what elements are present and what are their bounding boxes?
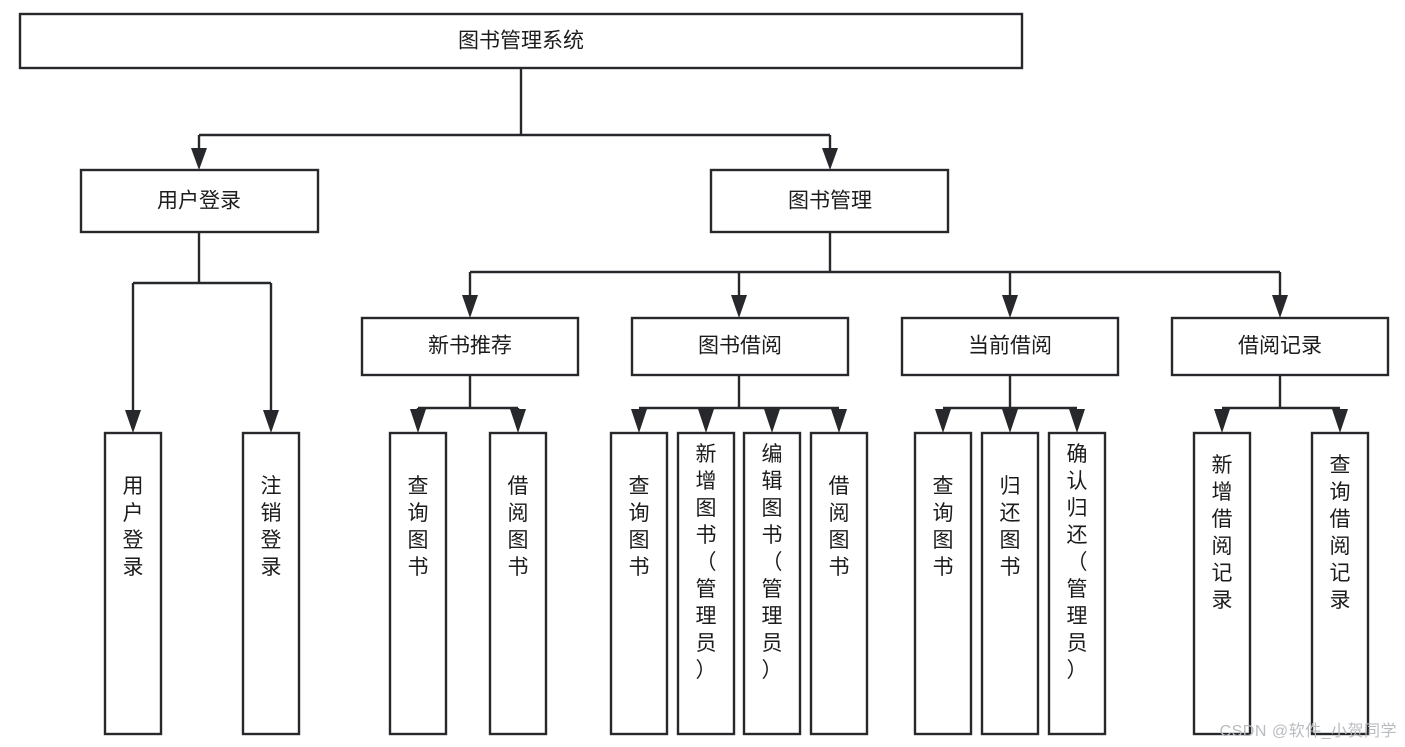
node-current-borrow-box: [900, 316, 1120, 377]
node-new-book-recommend-box: [360, 316, 580, 377]
leaf-bb-query-book-label: 查询图书: [629, 475, 650, 579]
node-book-borrow-box: [630, 316, 850, 377]
node-book-borrow-label: 图书借阅: [698, 335, 782, 358]
arrow-head-br-leaf-2: [1332, 409, 1348, 433]
node-new-book-recommend-label: 新书推荐: [428, 335, 512, 358]
leaf-cb-confirm-return-admin-label: 确认归还（管理员）: [1067, 443, 1088, 682]
leaf-cb-query-book-label: 查询图书: [933, 475, 954, 579]
arrow-head-cb-leaf-3: [1069, 409, 1085, 433]
leaf-node-nb-borrow-book[interactable]: 借阅图书: [488, 431, 548, 736]
arrow-head-book-manage: [822, 148, 838, 170]
node-borrow-record[interactable]: 借阅记录: [1170, 316, 1390, 377]
node-borrow-record-label: 借阅记录: [1238, 335, 1322, 358]
node-current-borrow[interactable]: 当前借阅: [900, 316, 1120, 377]
node-book-management-label: 图书管理: [788, 190, 872, 213]
leaf-nb-query-book-box: [388, 431, 448, 736]
leaf-cb-confirm-return-admin-box: [1047, 431, 1107, 736]
leaf-bb-add-book-admin-label: 新增图书（管理员）: [696, 443, 717, 682]
node-book-management[interactable]: 图书管理: [709, 168, 950, 234]
arrow-head-cb-leaf-2: [1002, 409, 1018, 433]
node-current-borrow-label: 当前借阅: [968, 335, 1052, 358]
leaf-node-br-query-record[interactable]: 查询借阅记录: [1310, 431, 1370, 736]
arrow-head-current-borrow: [1002, 295, 1018, 318]
leaf-bb-edit-book-admin-label: 编辑图书（管理员）: [762, 443, 783, 682]
node-book-borrow[interactable]: 图书借阅: [630, 316, 850, 377]
arrow-head-borrow-record: [1272, 295, 1288, 318]
leaf-user-login-box: [103, 431, 163, 736]
leaf-br-query-record-label: 查询借阅记录: [1330, 454, 1351, 612]
node-root-book-management-system[interactable]: 图书管理系统: [18, 12, 1024, 70]
leaf-br-query-record-box: [1310, 431, 1370, 736]
leaf-nb-borrow-book-label: 借阅图书: [508, 475, 529, 579]
leaf-user-login-label: 用户登录: [123, 475, 144, 579]
node-root-label: 图书管理系统: [458, 30, 584, 53]
node-book-management-box: [709, 168, 950, 234]
arrow-head-bb-leaf-1: [631, 409, 647, 433]
leaf-node-cb-confirm-return-admin[interactable]: 确认归还（管理员）: [1047, 431, 1107, 736]
arrow-head-bb-leaf-4: [831, 409, 847, 433]
leaf-nb-borrow-book-box: [488, 431, 548, 736]
leaf-node-bb-edit-book-admin[interactable]: 编辑图书（管理员）: [742, 431, 802, 736]
arrow-head-leaf-logout: [263, 410, 279, 433]
leaf-bb-edit-book-admin-box: [742, 431, 802, 736]
connector-layer: [125, 68, 1348, 433]
leaf-nb-query-book-label: 查询图书: [408, 475, 429, 579]
node-borrow-record-box: [1170, 316, 1390, 377]
arrow-head-user-login: [191, 148, 207, 170]
leaf-node-nb-query-book[interactable]: 查询图书: [388, 431, 448, 736]
leaf-cb-return-book-box: [980, 431, 1040, 736]
arrow-head-bb-leaf-3: [764, 409, 780, 433]
leaf-node-cb-query-book[interactable]: 查询图书: [913, 431, 973, 736]
arrow-head-nb-leaf-1: [410, 409, 426, 433]
arrow-head-new-book: [462, 295, 478, 318]
node-root-box: [18, 12, 1024, 70]
leaf-bb-add-book-admin-box: [676, 431, 736, 736]
leaf-node-br-add-record[interactable]: 新增借阅记录: [1192, 431, 1252, 736]
arrow-head-bb-leaf-2: [698, 409, 714, 433]
leaf-cb-query-book-box: [913, 431, 973, 736]
leaf-node-bb-add-book-admin[interactable]: 新增图书（管理员）: [676, 431, 736, 736]
leaf-node-user-login[interactable]: 用户登录: [103, 431, 163, 736]
arrow-head-br-leaf-1: [1214, 409, 1230, 433]
leaf-cb-return-book-label: 归还图书: [1000, 475, 1021, 579]
leaf-node-cb-return-book[interactable]: 归还图书: [980, 431, 1040, 736]
leaf-bb-query-book-box: [609, 431, 669, 736]
leaf-bb-borrow-book-box: [809, 431, 869, 736]
leaf-node-bb-query-book[interactable]: 查询图书: [609, 431, 669, 736]
leaf-logout-label: 注销登录: [261, 475, 282, 579]
node-user-login-box: [79, 168, 320, 234]
arrow-head-book-borrow: [731, 295, 747, 318]
node-user-login[interactable]: 用户登录: [79, 168, 320, 234]
leaf-bb-borrow-book-label: 借阅图书: [829, 475, 850, 579]
leaf-node-bb-borrow-book[interactable]: 借阅图书: [809, 431, 869, 736]
arrow-head-cb-leaf-1: [935, 409, 951, 433]
leaf-node-logout[interactable]: 注销登录: [241, 431, 301, 736]
arrow-head-nb-leaf-2: [510, 409, 526, 433]
node-new-book-recommend[interactable]: 新书推荐: [360, 316, 580, 377]
leaf-logout-box: [241, 431, 301, 736]
leaf-br-add-record-label: 新增借阅记录: [1212, 454, 1233, 612]
arrow-head-leaf-user-login: [125, 410, 141, 433]
node-user-login-label: 用户登录: [157, 190, 241, 213]
leaf-br-add-record-box: [1192, 431, 1252, 736]
